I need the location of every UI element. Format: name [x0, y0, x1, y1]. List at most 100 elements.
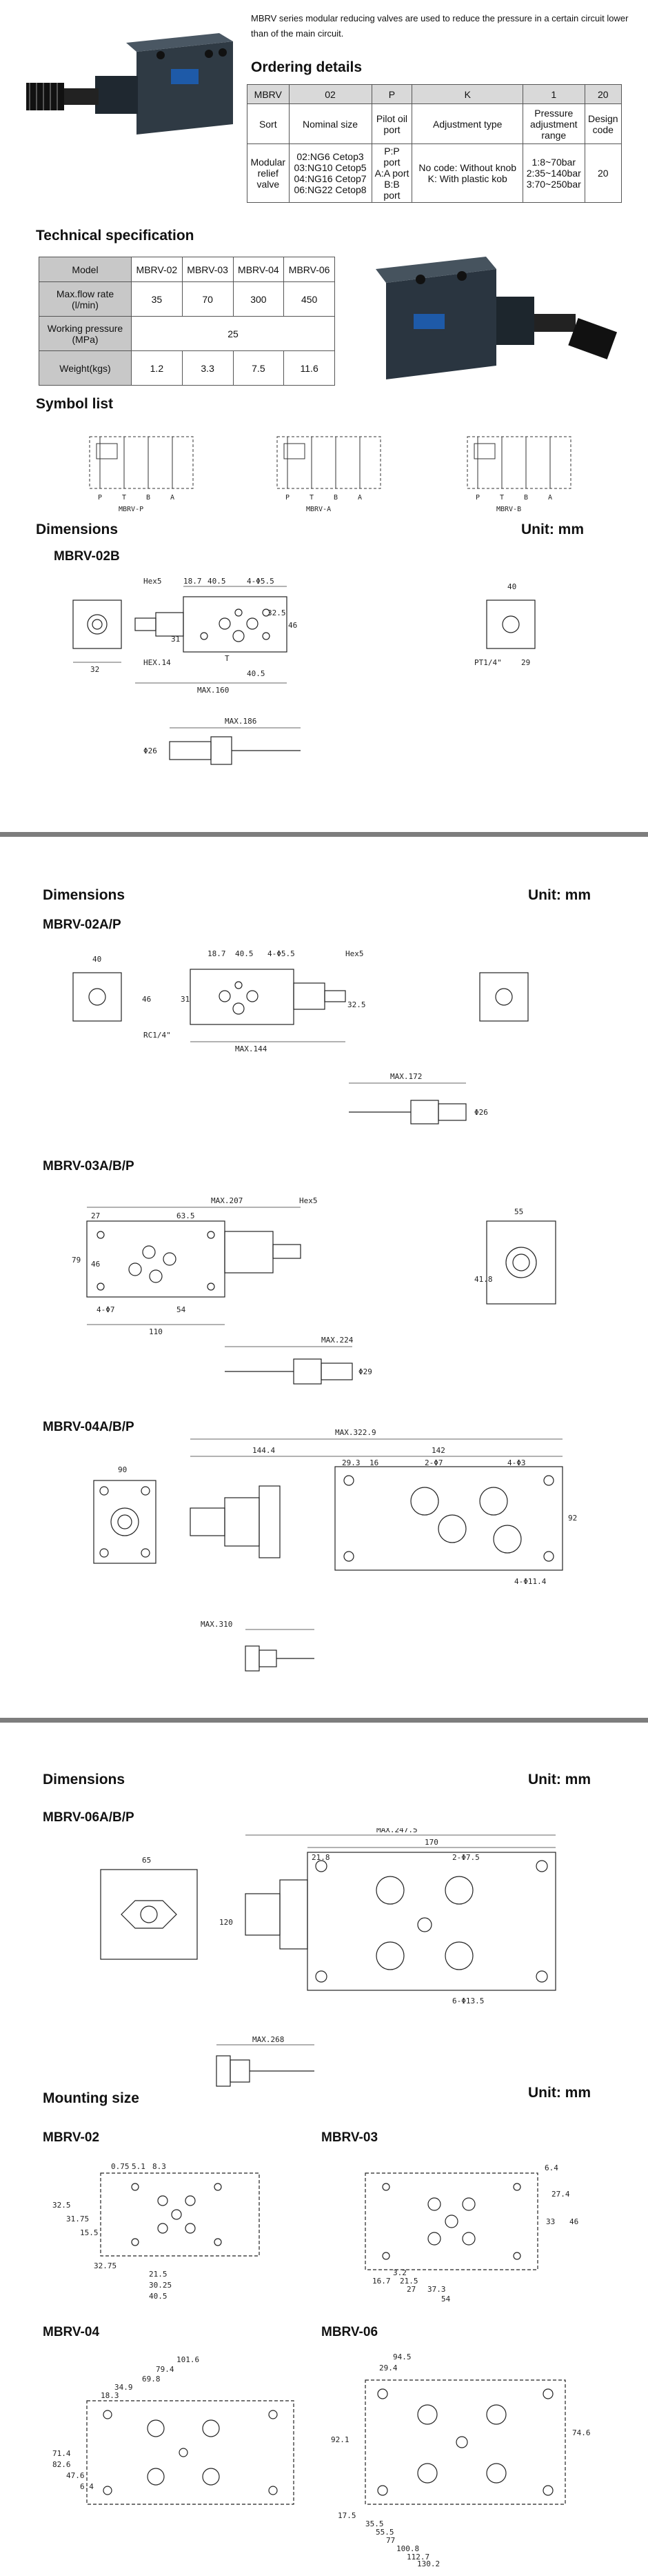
dim-j: 27.4 [551, 2190, 570, 2199]
dim-j: 112.7 [407, 2553, 429, 2562]
tech-model: MBRV-03 [181, 257, 234, 282]
symbol-port: P [98, 494, 102, 502]
dim-d: 54 [441, 2295, 451, 2303]
ordering-field: Design code [584, 103, 622, 144]
dim-a: 21.5 [400, 2277, 418, 2286]
tech-label: Model [39, 257, 132, 282]
tech-value: 300 [232, 281, 285, 317]
dim-h: 77 [386, 2536, 395, 2545]
symbol-port: B [524, 494, 528, 502]
dim-h: 33 [546, 2217, 555, 2226]
model-label-06: MBRV-06A/B/P [43, 1810, 134, 1825]
dim-e: 30.25 [149, 2281, 172, 2290]
drawing-mbrv-03: MAX.207 Hex5 27 63.5 79 46 4-Φ7 54 110 5… [66, 1187, 611, 1407]
dim-b: 31.75 [66, 2215, 89, 2223]
dim-holes: 6-Φ13.5 [452, 1997, 484, 2005]
dim-b: 29.4 [379, 2364, 398, 2372]
dim-54: 54 [176, 1305, 186, 1314]
tech-value: 70 [181, 281, 234, 317]
ordering-header: 02 [288, 84, 372, 104]
dim-hex5: Hex5 [299, 1196, 318, 1205]
dim-i: 100.8 [396, 2544, 419, 2553]
separator [0, 1718, 648, 1723]
mounting-mbrv-04: 101.6 79.4 69.8 34.9 18.3 71.4 82.6 47.6… [45, 2346, 314, 2566]
symbol-frame [276, 436, 381, 489]
dim-a: 18.7 [183, 577, 202, 586]
symbol-caption: MBRV-A [306, 506, 331, 513]
tech-value: 11.6 [283, 350, 335, 386]
ordering-header: 20 [584, 84, 622, 104]
dim-max268: MAX.268 [252, 2035, 284, 2044]
model-label-04: MBRV-04A/B/P [43, 1420, 134, 1434]
symbol-port: P [476, 494, 480, 502]
dim-i: 6.4 [80, 2482, 94, 2491]
dim-43: 4-Φ3 [507, 1458, 526, 1467]
product-photo-2 [372, 248, 627, 400]
dim-f: 35.5 [365, 2519, 384, 2528]
symbol-port: P [285, 494, 290, 502]
unit-label: Unit: mm [528, 2085, 591, 2101]
symbol-port: T [122, 494, 126, 502]
tech-value: 450 [283, 281, 335, 317]
dim-405: 40.5 [247, 669, 265, 678]
dim-120: 120 [219, 1918, 233, 1927]
ordering-field: Nominal size [288, 103, 372, 144]
dim-g: 55.5 [376, 2528, 394, 2537]
dim-27: 2-Φ7 [425, 1458, 443, 1467]
dim-1444: 144.4 [252, 1446, 275, 1455]
dimensions-title: Dimensions [43, 887, 125, 903]
tech-value: 1.2 [131, 350, 183, 386]
dim-110: 110 [149, 1327, 163, 1336]
dim-405: 40.5 [235, 949, 254, 958]
dim-b: 27 [407, 2285, 416, 2294]
dim-g: 32.75 [94, 2261, 117, 2270]
symbol-port: A [170, 494, 174, 502]
symbol-frame [467, 436, 571, 489]
symbol-port: T [310, 494, 314, 502]
ordering-header: MBRV [247, 84, 290, 104]
model-label-mt02: MBRV-02 [43, 2130, 100, 2145]
tech-value: 35 [131, 281, 183, 317]
dim-e: 17.5 [338, 2511, 356, 2520]
separator [0, 832, 648, 837]
tech-value: 25 [131, 316, 335, 351]
dim-c: 37.3 [427, 2285, 446, 2294]
dim-max310: MAX.310 [201, 1620, 232, 1629]
dim-h: 0.75 [111, 2162, 130, 2171]
symbol-valve [283, 443, 305, 459]
mounting-mbrv-06: 94.5 29.4 74.6 92.1 17.5 35.5 55.5 77 10… [324, 2346, 600, 2568]
ordering-value: 20 [584, 143, 622, 203]
dim-293: 29.3 [342, 1458, 361, 1467]
tech-table: Model MBRV-02 MBRV-03 MBRV-04 MBRV-06 Ma… [39, 257, 335, 386]
dim-79: 79 [72, 1256, 81, 1265]
mounting-mbrv-03: 3.2 16.7 21.5 27 37.3 54 46 33 6.4 27.4 [324, 2152, 600, 2304]
tech-model: MBRV-04 [232, 257, 285, 282]
symbol-port: A [358, 494, 362, 502]
tech-label: Max.flow rate (l/min) [39, 281, 132, 317]
dim-max2475: MAX.247.5 [376, 1828, 418, 1834]
model-label-mt06: MBRV-06 [321, 2325, 378, 2339]
dim-40: 40 [92, 955, 101, 964]
dim-i: 6.4 [545, 2163, 558, 2172]
ordering-field: Pilot oil port [371, 103, 413, 144]
tech-title: Technical specification [36, 228, 194, 244]
dim-j: 8.3 [152, 2162, 166, 2171]
intro-text: MBRV series modular reducing valves are … [251, 13, 629, 39]
dim-65: 65 [142, 1856, 151, 1865]
dim-d: 21.5 [149, 2270, 168, 2279]
dim-92: 92 [568, 1514, 577, 1523]
dim-f: 71.4 [52, 2449, 71, 2458]
dim-i: 5.1 [132, 2162, 145, 2171]
dim-k: 130.2 [417, 2559, 440, 2566]
model-label-03: MBRV-03A/B/P [43, 1159, 134, 1173]
dim-218: 21.8 [312, 1853, 330, 1862]
dim-pt: PT1/4" [474, 658, 502, 667]
dim-max144: MAX.144 [235, 1044, 267, 1053]
dim-90: 90 [118, 1465, 127, 1474]
dim-325: 32.5 [267, 608, 286, 617]
tech-model: MBRV-02 [131, 257, 183, 282]
dim-g: 82.6 [52, 2460, 71, 2469]
